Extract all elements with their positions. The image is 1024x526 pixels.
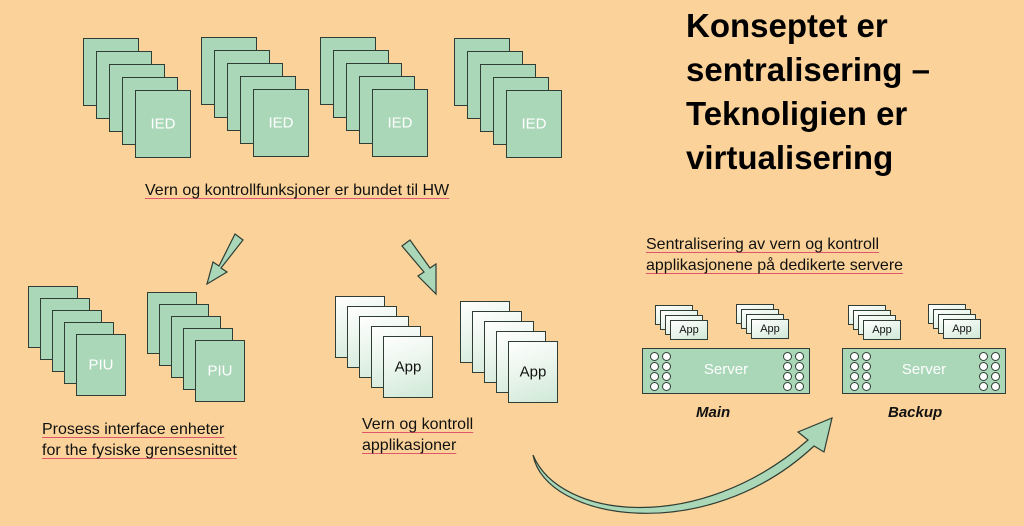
- server-port-dot: [979, 372, 988, 381]
- server-port-dot: [662, 362, 671, 371]
- server-port-dot: [650, 372, 659, 381]
- server-app-3-card: App: [863, 320, 901, 340]
- ied-stack-2-card: IED: [253, 89, 309, 157]
- server-port-dot: [783, 372, 792, 381]
- server-port-dot: [795, 372, 804, 381]
- arrow-down-left: [206, 233, 244, 286]
- ied-stack-3-label: IED: [387, 114, 413, 132]
- ied-stack-1-label: IED: [150, 115, 176, 133]
- server-port-dot: [783, 382, 792, 391]
- server-port-dot: [979, 352, 988, 361]
- piu-stack-1-label: PIU: [88, 356, 114, 374]
- ied-stack-4-label: IED: [521, 115, 547, 133]
- piu-stack-2-card: PIU: [195, 340, 245, 402]
- server-port-dot: [991, 382, 1000, 391]
- server-port-dot: [795, 382, 804, 391]
- server-port-dot: [862, 362, 871, 371]
- server-port-dot: [850, 362, 859, 371]
- server-port-dot: [850, 382, 859, 391]
- server-port-dot: [850, 372, 859, 381]
- server-port-dot: [650, 352, 659, 361]
- app-stack-2-label: App: [519, 363, 547, 381]
- server-port-dot: [979, 382, 988, 391]
- server-port-dot: [979, 362, 988, 371]
- server-app-2-card: App: [751, 319, 789, 339]
- server-app-1-card: App: [670, 320, 708, 340]
- app-stack-1-label: App: [394, 358, 422, 376]
- server-app-3-label: App: [872, 324, 892, 336]
- server-port-dot: [862, 372, 871, 381]
- ied-stack-4-card: IED: [506, 90, 562, 158]
- ied-stack-3-card: IED: [372, 89, 428, 157]
- server-port-dot: [991, 352, 1000, 361]
- central-caption: Sentralisering av vern og kontroll appli…: [646, 236, 904, 274]
- server-app-4-card: App: [943, 319, 981, 339]
- piu-caption: Prosess interface enheter for the fysisk…: [42, 421, 237, 459]
- server-backup-label: Server: [901, 361, 947, 378]
- server-main: Server: [642, 348, 810, 394]
- server-port-dot: [662, 352, 671, 361]
- arrow-down-right: [401, 239, 437, 296]
- slide-title: Konseptet er sentralisering – Teknoligie…: [686, 4, 1016, 180]
- piu-stack-2-label: PIU: [207, 362, 233, 380]
- ied-stack-2-label: IED: [268, 114, 294, 132]
- server-port-dot: [662, 382, 671, 391]
- main-caption: Main: [696, 404, 731, 421]
- server-port-dot: [795, 352, 804, 361]
- server-app-1-label: App: [679, 324, 699, 336]
- server-port-dot: [795, 362, 804, 371]
- piu-stack-1-card: PIU: [76, 334, 126, 396]
- apps-caption: Vern og kontroll applikasjoner: [362, 416, 474, 454]
- server-app-4-label: App: [952, 323, 972, 335]
- server-port-dot: [783, 362, 792, 371]
- backup-caption: Backup: [888, 404, 943, 421]
- server-port-dot: [650, 382, 659, 391]
- server-port-dot: [862, 352, 871, 361]
- app-stack-2-card: App: [508, 341, 558, 403]
- server-port-dot: [991, 372, 1000, 381]
- title-text: Konseptet er sentralisering – Teknoligie…: [686, 7, 930, 176]
- server-port-dot: [650, 362, 659, 371]
- server-main-label: Server: [703, 361, 749, 378]
- ied-stack-1-card: IED: [135, 90, 191, 158]
- server-port-dot: [991, 362, 1000, 371]
- server-port-dot: [862, 382, 871, 391]
- server-port-dot: [783, 352, 792, 361]
- server-backup: Server: [842, 348, 1006, 394]
- hw-caption: Vern og kontrollfunksjoner er bundet til…: [145, 182, 450, 199]
- server-app-2-label: App: [760, 323, 780, 335]
- server-port-dot: [850, 352, 859, 361]
- server-port-dot: [662, 372, 671, 381]
- curved-arrow: [532, 417, 833, 514]
- app-stack-1-card: App: [383, 336, 433, 398]
